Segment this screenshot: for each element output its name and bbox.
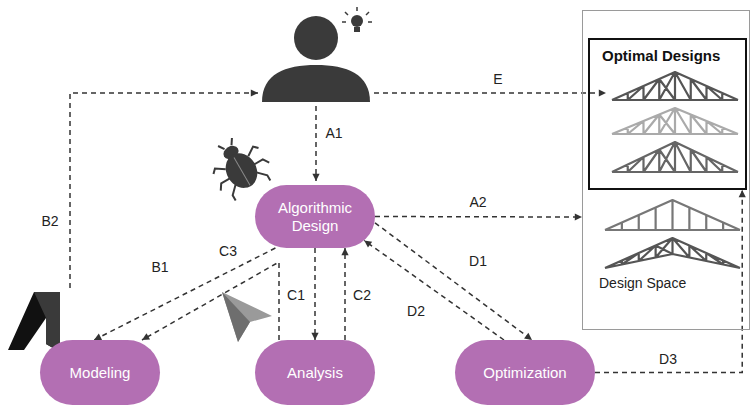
edge-label: D1 — [467, 254, 489, 269]
edge-label: D2 — [405, 304, 427, 319]
dashed-arrow — [94, 248, 275, 340]
dashed-arrow — [70, 93, 258, 288]
dashed-arrow — [374, 92, 606, 94]
person-head — [294, 16, 338, 60]
dashed-arrow — [315, 106, 317, 181]
analysis-logo — [222, 292, 272, 342]
edge-label: C2 — [351, 288, 373, 303]
modeling-logo — [8, 292, 60, 352]
edge-label: C1 — [285, 288, 307, 303]
dashed-arrow — [375, 223, 532, 340]
analysis-logo-facet — [222, 292, 250, 342]
dashed-arrow — [364, 240, 504, 340]
bulb — [351, 15, 363, 27]
arrow-label: E — [491, 72, 504, 87]
node-label: Analysis — [287, 364, 343, 382]
bulb-rays — [342, 7, 372, 22]
process-pill: Algorithmic Design — [255, 185, 375, 248]
edge-label: D3 — [657, 352, 679, 367]
node-label: Algorithmic Design — [271, 199, 359, 235]
edge-label: C3 — [217, 244, 239, 259]
truss — [612, 72, 738, 100]
edge-label: A2 — [467, 195, 488, 210]
truss-drawings — [605, 72, 740, 268]
node-heading: Design Space — [599, 275, 686, 291]
truss — [612, 108, 738, 134]
process-pill: Analysis — [255, 340, 375, 405]
design-space-region: Optimal DesignsDesign Space — [582, 10, 750, 330]
bulb-base — [354, 27, 360, 32]
node-label: Modeling — [70, 364, 131, 382]
node-label: Optimization — [483, 364, 566, 382]
arrow-label: B2 — [39, 214, 60, 229]
dashed-arrow — [314, 248, 316, 340]
truss — [605, 200, 740, 230]
dashed-arrow — [595, 190, 742, 373]
node-heading: Optimal Designs — [590, 40, 745, 71]
dashed-arrow — [344, 248, 346, 340]
dashed-arrow — [375, 216, 582, 218]
truss — [612, 142, 738, 172]
optimal-designs-panel: Optimal Designs — [588, 38, 747, 190]
process-pill: Modeling — [40, 340, 160, 405]
process-pill: Optimization — [455, 340, 595, 405]
arrow-label: A1 — [323, 126, 344, 141]
edge-label: B1 — [149, 260, 170, 275]
person-body — [262, 65, 370, 102]
truss — [605, 238, 740, 268]
